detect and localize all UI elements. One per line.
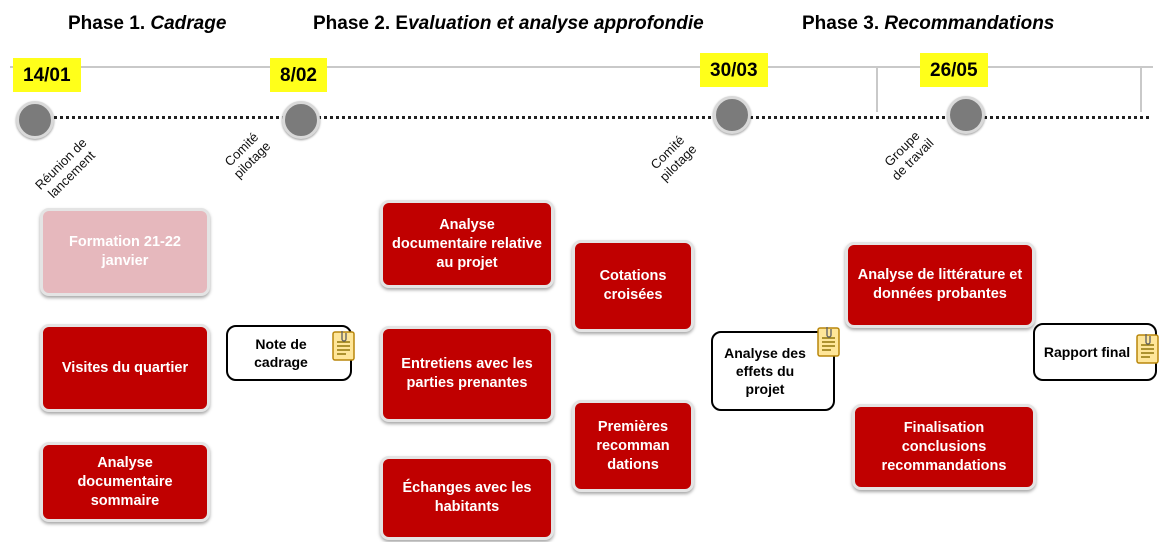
task-cotations: Cotations croisées bbox=[572, 240, 694, 332]
milestone-label: Réunion de lancement bbox=[32, 135, 100, 203]
milestone-marker bbox=[282, 101, 320, 139]
document-icon bbox=[332, 331, 355, 361]
milestone-marker bbox=[713, 96, 751, 134]
phase-3-prefix: Phase 3. bbox=[802, 13, 885, 34]
document-icon bbox=[817, 327, 840, 357]
task-litterature: Analyse de littérature et données proban… bbox=[845, 242, 1035, 328]
document-icon bbox=[1136, 334, 1159, 364]
phase-3-bracket bbox=[876, 66, 1142, 112]
task-finalisation: Finalisation conclusions recommandations bbox=[852, 404, 1036, 490]
task-analyse-projet: Analyse documentaire relative au projet bbox=[380, 200, 554, 288]
phase-2-prefix: Phase 2. E bbox=[313, 13, 409, 34]
milestone-label: Comité pilotage bbox=[220, 128, 274, 181]
milestone-marker bbox=[947, 96, 985, 134]
deliverable-note-cadrage: Note de cadrage bbox=[226, 325, 352, 381]
deliverable-analyse-effets: Analyse des effets du projet bbox=[711, 331, 835, 411]
date-label: 30/03 bbox=[700, 53, 768, 87]
phase-1-name: Cadrage bbox=[150, 13, 227, 34]
date-label: 26/05 bbox=[920, 53, 988, 87]
task-echanges: Échanges avec les habitants bbox=[380, 456, 554, 540]
phase-2-name: valuation et analyse approfondie bbox=[408, 13, 704, 34]
phase-3-title: Phase 3. Recommandations bbox=[802, 13, 1054, 35]
milestone-label: Comité pilotage bbox=[646, 131, 700, 184]
date-label: 14/01 bbox=[13, 58, 81, 92]
milestone-label: Groupe de travail bbox=[878, 125, 936, 183]
task-premieres-recommandations: Premières recomman dations bbox=[572, 400, 694, 492]
date-label: 8/02 bbox=[270, 58, 327, 92]
timeline-dotted-line bbox=[36, 116, 1149, 119]
task-entretiens: Entretiens avec les parties prenantes bbox=[380, 326, 554, 422]
task-visites: Visites du quartier bbox=[40, 324, 210, 412]
timeline-line bbox=[10, 66, 1153, 68]
task-formation: Formation 21-22 janvier bbox=[40, 208, 210, 296]
phase-2-title: Phase 2. Evaluation et analyse approfond… bbox=[313, 13, 704, 35]
phase-1-title: Phase 1. Cadrage bbox=[68, 13, 226, 35]
task-analyse-sommaire: Analyse documentaire sommaire bbox=[40, 442, 210, 522]
milestone-marker bbox=[16, 101, 54, 139]
phase-3-name: Recommandations bbox=[884, 13, 1055, 34]
deliverable-rapport-final: Rapport final bbox=[1033, 323, 1157, 381]
phase-1-prefix: Phase 1. bbox=[68, 13, 151, 34]
